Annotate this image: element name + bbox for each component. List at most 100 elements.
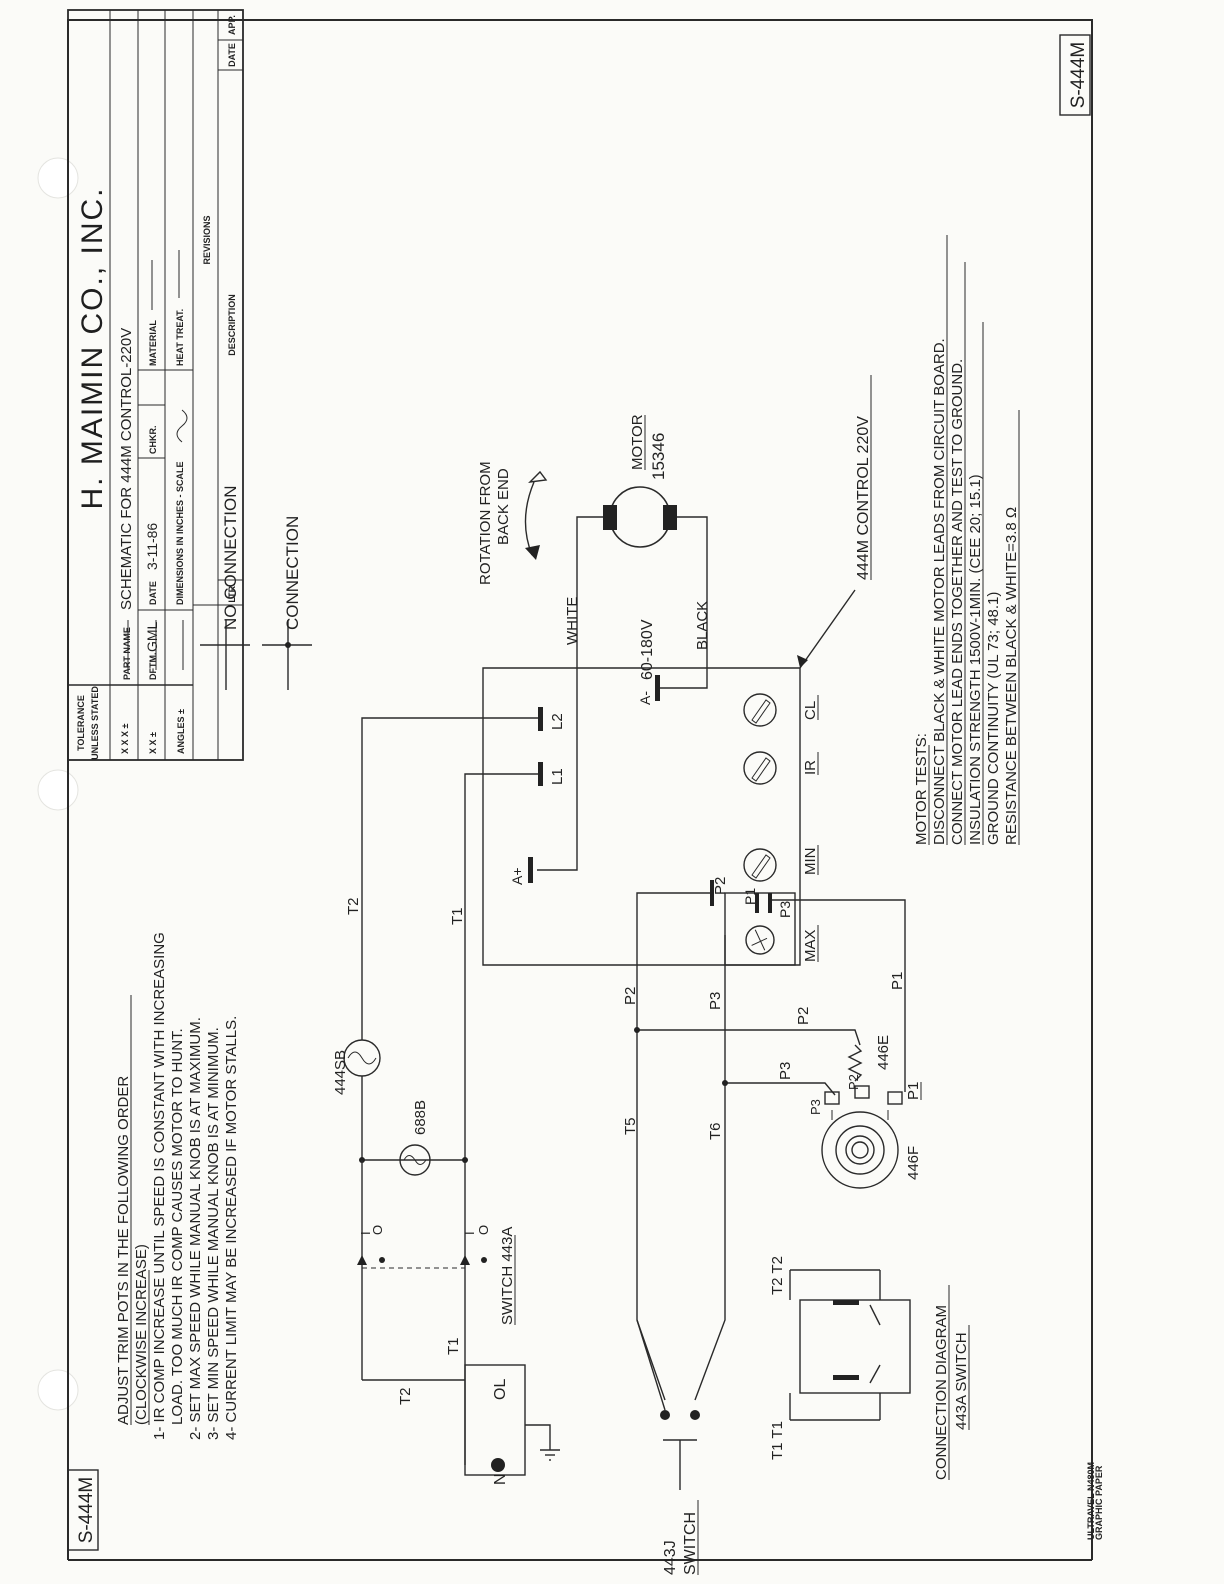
black-wire-label: BLACK	[694, 601, 711, 650]
paper-imprint: ULTRAVEL N480M GRAPHIC PAPER	[1086, 1462, 1104, 1540]
t5-wire-label: T5	[622, 1117, 639, 1135]
sheet-border	[67, 19, 1093, 1561]
back-end-label: BACK END	[495, 468, 512, 545]
connection-diagram-subtitle: 443A SWITCH	[953, 1332, 970, 1430]
p2-446e-label: P2	[795, 1007, 812, 1025]
imprint-line-1: ULTRAVEL N480M	[1086, 1462, 1096, 1540]
terminal-a-minus	[655, 675, 660, 701]
t1-cord-label: T1	[445, 1337, 462, 1355]
motor-label: MOTOR	[629, 414, 646, 470]
instruction-line-2: LOAD. TOO MUCH IR COMP CAUSES MOTOR TO H…	[169, 1028, 186, 1425]
ir-label: IR	[802, 760, 819, 775]
rotation-arrow-head	[525, 545, 540, 560]
p3-446f-label: P3	[808, 1099, 823, 1115]
terminal-p2	[710, 880, 714, 906]
drawing-number-bottom-text: S-444M	[76, 1477, 97, 1544]
a-minus-label: A-	[637, 691, 653, 705]
legend-connection: CONNECTION	[283, 516, 302, 630]
motor-test-line-2: CONNECT MOTOR LEAD ENDS TOGETHER AND TES…	[949, 359, 966, 845]
p3-wire-label: P3	[707, 992, 724, 1010]
switch-i-bottom: I	[462, 1231, 477, 1235]
rotation-arrow-tail	[528, 470, 548, 483]
p2-wire-label: P2	[622, 987, 639, 1005]
instruction-line-1: 1- IR COMP INCREASE UNTIL SPEED IS CONST…	[151, 932, 168, 1440]
legend: NO CONNECTION CONNECTION	[200, 486, 312, 690]
draftsman: GML	[144, 621, 160, 652]
switch-i-top: I	[358, 1231, 373, 1235]
p1-446f-label: P1	[905, 1082, 922, 1100]
trim-pot-min	[743, 848, 777, 882]
approval-label: APP.	[227, 15, 237, 35]
company-name: H. MAIMIN CO., INC.	[76, 187, 109, 510]
t2t2-label: T2 T2	[769, 1256, 786, 1295]
switch-443a-label: SWITCH 443A	[499, 1227, 516, 1325]
component-446e-label: 446E	[875, 1035, 892, 1070]
part-name-label: PART NAME	[122, 627, 132, 680]
p3-terminal-label: P3	[777, 901, 793, 918]
max-label: MAX	[802, 929, 819, 962]
motor-test-line-4: GROUND CONTINUITY (UL 73; 48.1)	[985, 592, 1002, 845]
heat-treat-label: HEAT TREAT.	[175, 309, 185, 366]
revisions-label: REVISIONS	[202, 215, 212, 264]
drawing-number-top: S-444M	[1059, 34, 1091, 116]
t2-cord-label: T2	[397, 1387, 414, 1405]
instructions-sub: (CLOCKWISE INCREASE)	[133, 1244, 150, 1425]
switch-443j-sub-label: SWITCH	[682, 1512, 699, 1575]
unless-stated-label: UNLESS STATED	[90, 686, 100, 760]
drawing-number-bottom: S-444M	[67, 1469, 99, 1551]
drawing-number-top-text: S-444M	[1068, 42, 1089, 109]
material-label: MATERIAL	[148, 320, 158, 366]
a-plus-label: A+	[509, 867, 525, 885]
motor-test-line-5: RESISTANCE BETWEEN BLACK & WHITE=3.8 Ω	[1003, 507, 1020, 845]
xxx-tolerance: X X X ±	[120, 723, 130, 754]
terminal-a-plus	[528, 857, 533, 883]
t6-wire-label: T6	[707, 1122, 724, 1140]
control-label: 444M CONTROL 220V	[855, 416, 872, 580]
ltr-label: LTR.	[227, 583, 237, 602]
motor-brush-right	[663, 505, 677, 530]
switch-o-top: O	[370, 1225, 385, 1235]
motor-voltage-label: 60-180V	[639, 619, 656, 680]
trim-pot-instructions: ADJUST TRIM POTS IN THE FOLLOWING ORDER …	[115, 932, 240, 1440]
tolerance-label: TOLERANCE	[76, 695, 86, 751]
terminal-l2	[538, 707, 543, 731]
ol-label: OL	[492, 1379, 509, 1400]
title-block: TOLERANCE UNLESS STATED X X X ± X X ± AN…	[67, 9, 244, 761]
checker-label: CHKR.	[148, 426, 158, 455]
motor-brush-left	[603, 505, 617, 530]
motor-test-line-1: DISCONNECT BLACK & WHITE MOTOR LEADS FRO…	[931, 338, 948, 845]
motor-tests-heading: MOTOR TESTS:	[913, 733, 930, 845]
punch-hole-middle	[37, 769, 79, 811]
l2-label: L2	[549, 713, 566, 730]
white-wire-label: WHITE	[564, 597, 581, 645]
p2-446f-label: P2	[846, 1074, 861, 1090]
legend-no-connection: NO CONNECTION	[221, 486, 240, 631]
component-446f-label: 446F	[905, 1146, 922, 1180]
imprint-line-2: GRAPHIC PAPER	[1094, 1465, 1104, 1540]
dimensions-label: DIMENSIONS IN INCHES - SCALE	[175, 461, 185, 605]
trim-pot-ir	[743, 751, 777, 785]
xx-tolerance: X X ±	[148, 732, 158, 754]
connection-diagram-title: CONNECTION DIAGRAM	[933, 1305, 950, 1480]
connection-diagram-443a: T2 T2 T1 T1 CONNECTION DIAGRAM 443A SWIT…	[769, 1256, 970, 1480]
punch-hole-bottom	[37, 1369, 79, 1411]
instruction-line-4: 3- SET MIN SPEED WHILE MANUAL KNOB IS AT…	[205, 1027, 222, 1440]
revision-date-label: DATE	[227, 43, 237, 67]
description-label: DESCRIPTION	[227, 294, 237, 356]
motor-15346: MOTOR 15346	[603, 414, 677, 548]
draftsman-label: DFTM.	[148, 653, 158, 681]
drawing-date: 3-11-86	[144, 523, 160, 570]
t2-wire-label: T2	[345, 897, 362, 915]
p1-wire-label: P1	[889, 972, 906, 990]
rotation-label: ROTATION FROM	[477, 461, 494, 585]
component-688b-label: 688B	[412, 1100, 429, 1135]
trim-pot-cl	[743, 693, 777, 727]
angles-tolerance: ANGLES ±	[176, 709, 186, 754]
switch-o-bottom: O	[476, 1225, 491, 1235]
rotation-indicator: ROTATION FROM BACK END	[477, 461, 548, 585]
component-444sb-label: 444SB	[332, 1050, 349, 1095]
punch-hole-top	[37, 157, 79, 199]
motor-number: 15346	[649, 433, 668, 480]
